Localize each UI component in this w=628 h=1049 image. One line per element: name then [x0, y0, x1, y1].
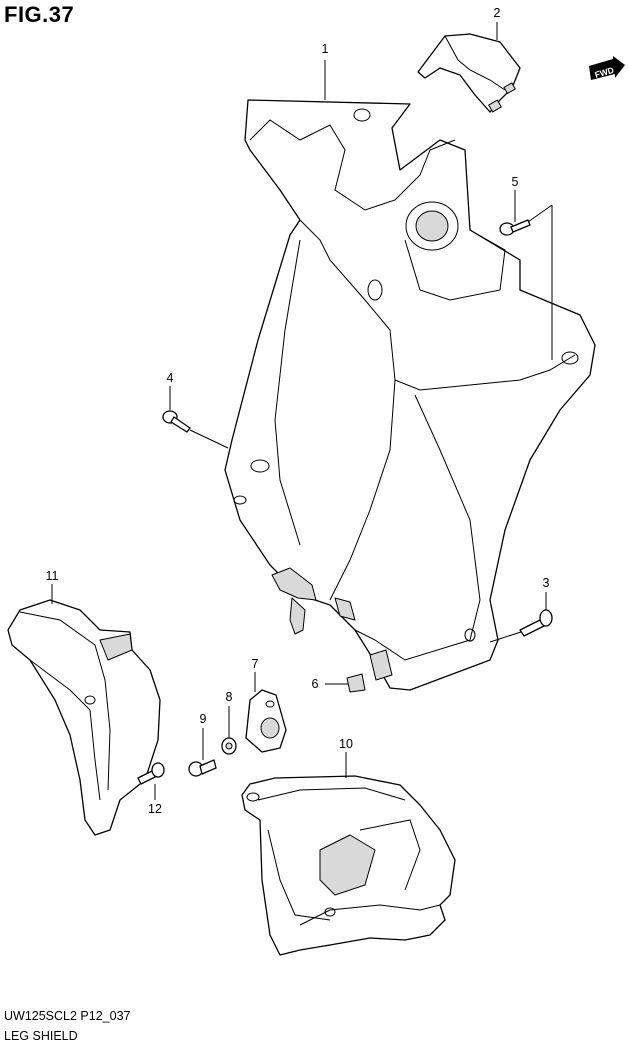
- part-9-bolt[interactable]: [188, 759, 217, 777]
- callout-7[interactable]: 7: [251, 657, 259, 671]
- callout-9[interactable]: 9: [199, 712, 207, 726]
- part-1-leg-shield[interactable]: [224, 99, 596, 691]
- part-10-inner-panel[interactable]: [241, 775, 456, 956]
- part-7-knob-cover[interactable]: [245, 689, 287, 753]
- diagram-name: LEG SHIELD: [4, 1029, 78, 1043]
- part-11-side-panel[interactable]: [7, 599, 161, 836]
- part-3-screw[interactable]: [519, 609, 553, 637]
- part-4-screw[interactable]: [162, 410, 191, 433]
- figure-title: FIG.37: [4, 2, 75, 27]
- fwd-arrow-icon: FWD: [589, 56, 625, 80]
- callout-8[interactable]: 8: [225, 690, 233, 704]
- part-6-clip[interactable]: [346, 673, 366, 693]
- callout-12[interactable]: 12: [148, 802, 162, 816]
- part-2-cover[interactable]: [417, 33, 521, 113]
- callout-5[interactable]: 5: [511, 175, 519, 189]
- callout-3[interactable]: 3: [542, 576, 550, 590]
- callout-10[interactable]: 10: [339, 737, 353, 751]
- leader-lines: [51, 22, 553, 800]
- callout-11[interactable]: 11: [45, 569, 59, 583]
- part-8-washer[interactable]: [221, 737, 237, 755]
- callout-1[interactable]: 1: [321, 42, 329, 56]
- callout-2[interactable]: 2: [493, 6, 501, 20]
- part-12-screw[interactable]: [137, 762, 165, 785]
- diagram-code: UW125SCL2 P12_037: [4, 1009, 131, 1023]
- callout-4[interactable]: 4: [166, 371, 174, 385]
- part-5-screw[interactable]: [499, 219, 531, 236]
- callout-6[interactable]: 6: [311, 677, 319, 691]
